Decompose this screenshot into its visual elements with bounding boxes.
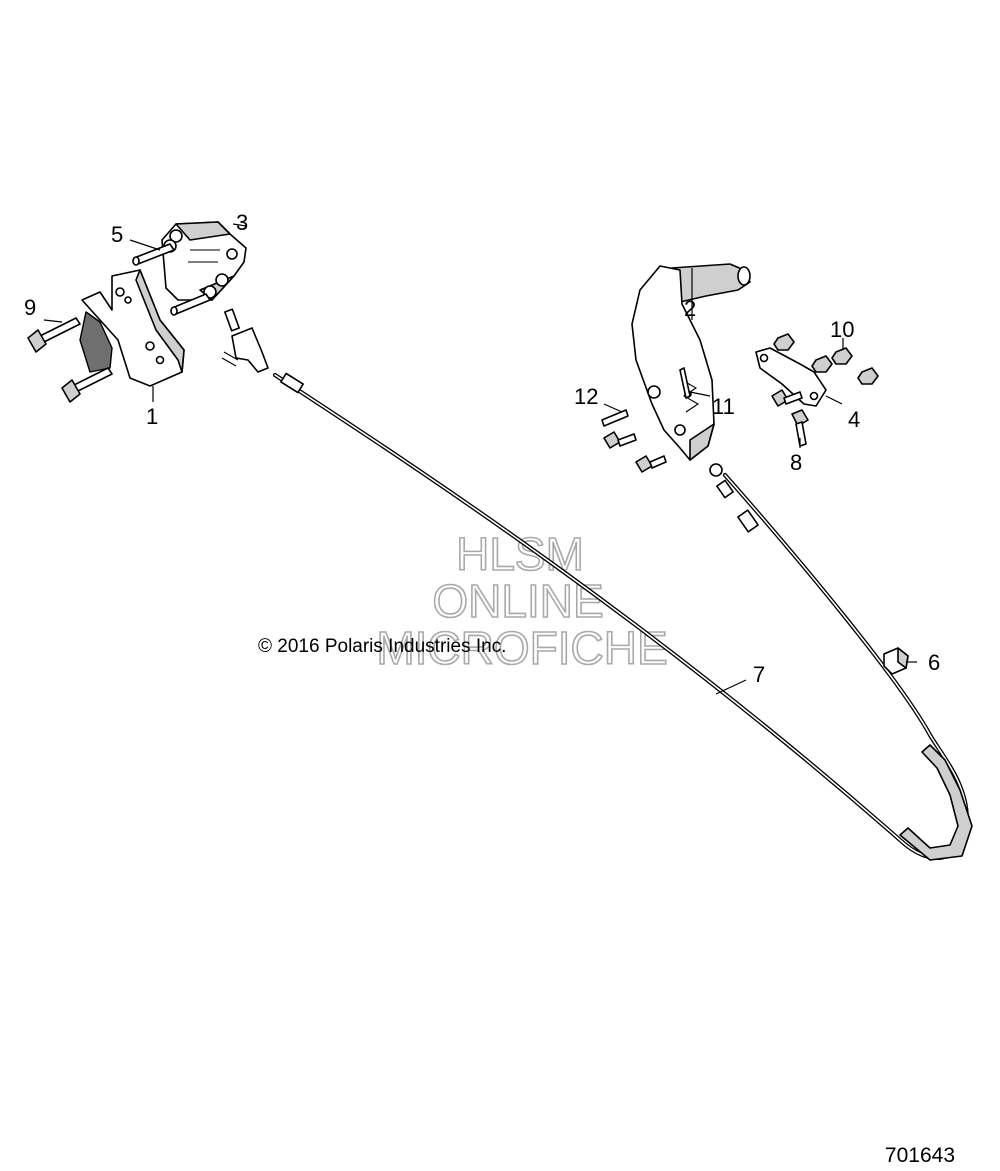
- hand-brake-lever: [631, 263, 751, 461]
- leader-lines: [43, 223, 917, 695]
- callout-3: 3: [236, 210, 248, 235]
- bolts-lever: [601, 389, 809, 473]
- callout-7: 7: [753, 662, 765, 687]
- nuts-lever: [773, 333, 879, 385]
- callouts: 1 2 3 4 5 6 7 8 9 10 11 12: [24, 210, 940, 687]
- callout-1: 1: [146, 404, 158, 429]
- caliper-pins: [132, 243, 211, 316]
- callout-4: 4: [848, 407, 860, 432]
- watermark-line1: HLSM: [456, 528, 584, 580]
- callout-8: 8: [790, 450, 802, 475]
- watermark-line3: MICROFICHE: [376, 622, 667, 674]
- callout-6: 6: [928, 650, 940, 675]
- callout-5: 5: [111, 222, 123, 247]
- lever-pin: [679, 367, 691, 399]
- lever-mount-plate: [755, 347, 827, 407]
- cable-clip: [883, 647, 909, 675]
- callout-11: 11: [712, 394, 735, 419]
- figure-number: 701643: [885, 1144, 955, 1167]
- bolts-bracket: [27, 317, 113, 403]
- bracket-caliper-mount: [79, 269, 185, 387]
- callout-12: 12: [574, 384, 598, 409]
- brake-caliper: [161, 221, 247, 301]
- callout-2: 2: [684, 296, 696, 321]
- callout-9: 9: [24, 295, 36, 320]
- brake-cable-long: [221, 308, 973, 861]
- copyright-text: © 2016 Polaris Industries Inc.: [258, 636, 506, 657]
- callout-10: 10: [830, 317, 854, 342]
